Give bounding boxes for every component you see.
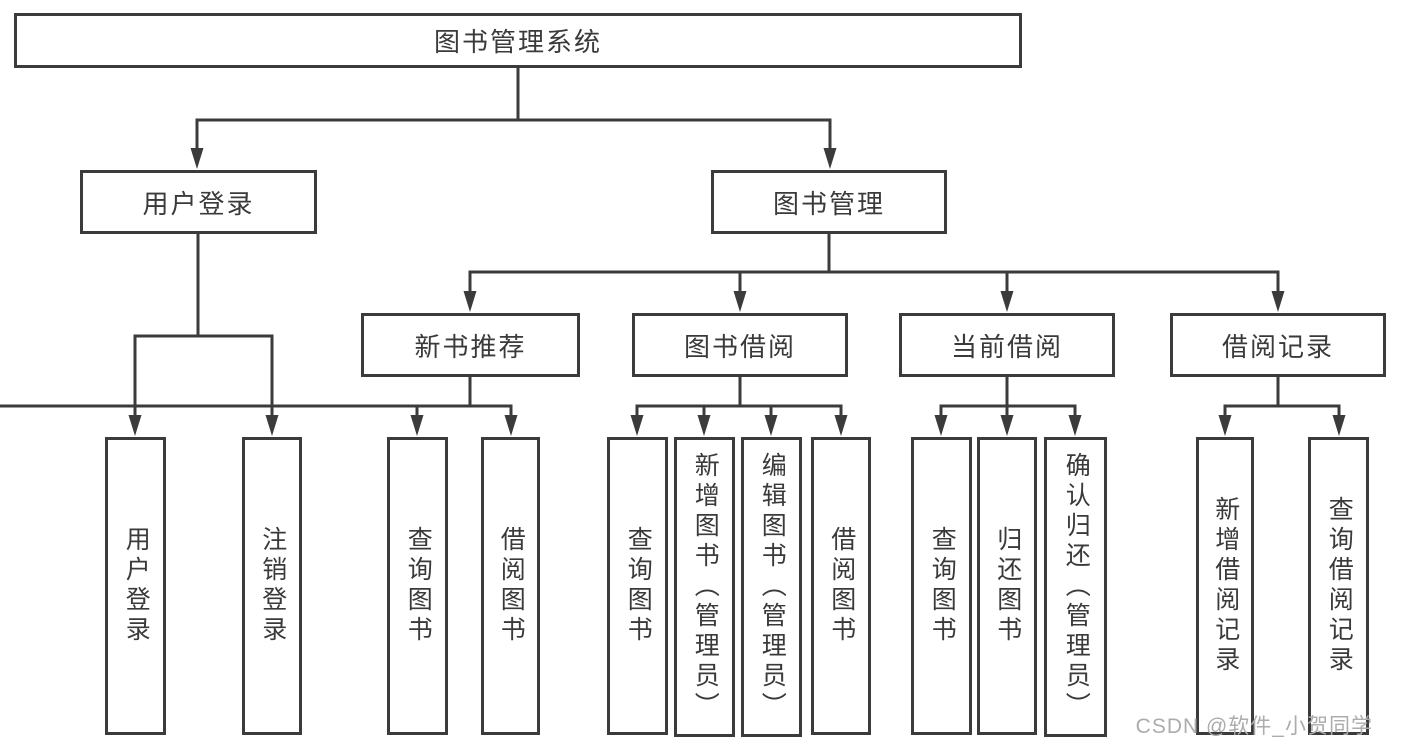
leaf-add-book-admin: 新增图书（管理员） (674, 437, 735, 737)
leaf-borrow-book-recommend-label: 借阅图书 (497, 526, 526, 646)
leaf-logout: 注销登录 (242, 437, 302, 735)
csdn-watermark: CSDN @软件_小贺同学 (1135, 715, 1373, 738)
node-book-management: 图书管理 (711, 170, 947, 234)
leaf-borrow-book-borrow: 借阅图书 (811, 437, 871, 735)
leaf-logout-label: 注销登录 (258, 526, 287, 646)
leaf-confirm-return-admin: 确认归还（管理员） (1044, 437, 1107, 737)
leaf-query-book-current-label: 查询图书 (928, 526, 957, 646)
leaf-query-book-borrow-label: 查询图书 (624, 526, 653, 646)
node-borrow-records-label: 借阅记录 (1221, 331, 1334, 362)
node-book-management-label: 图书管理 (772, 188, 885, 219)
leaf-add-borrow-record: 新增借阅记录 (1196, 437, 1254, 735)
leaf-add-borrow-record-label: 新增借阅记录 (1211, 496, 1240, 676)
leaf-edit-book-admin-label: 编辑图书（管理员） (758, 452, 787, 722)
leaf-query-book-current: 查询图书 (911, 437, 972, 735)
node-user-login: 用户登录 (80, 170, 317, 234)
leaf-confirm-return-admin-label: 确认归还（管理员） (1062, 452, 1091, 722)
node-new-book-recommend: 新书推荐 (361, 313, 580, 377)
leaf-add-book-admin-label: 新增图书（管理员） (691, 452, 720, 722)
leaf-return-book-label: 归还图书 (993, 526, 1022, 646)
leaf-borrow-book-recommend: 借阅图书 (481, 437, 540, 735)
leaf-query-book-borrow: 查询图书 (607, 437, 668, 735)
node-user-login-label: 用户登录 (142, 188, 255, 219)
leaf-edit-book-admin: 编辑图书（管理员） (741, 437, 802, 737)
leaf-query-book-recommend: 查询图书 (387, 437, 448, 735)
leaf-query-borrow-record: 查询借阅记录 (1308, 437, 1369, 735)
leaf-query-book-recommend-label: 查询图书 (404, 526, 433, 646)
node-root-label: 图书管理系统 (433, 27, 602, 57)
node-book-borrow-label: 图书借阅 (683, 331, 796, 362)
node-book-borrow: 图书借阅 (632, 313, 848, 377)
node-current-borrow: 当前借阅 (899, 313, 1115, 377)
leaf-borrow-book-borrow-label: 借阅图书 (827, 526, 856, 646)
node-borrow-records: 借阅记录 (1170, 313, 1386, 377)
leaf-query-borrow-record-label: 查询借阅记录 (1325, 496, 1354, 676)
leaf-user-login-label: 用户登录 (122, 526, 151, 646)
leaf-user-login: 用户登录 (105, 437, 166, 735)
node-new-book-recommend-label: 新书推荐 (414, 331, 527, 362)
node-root-system: 图书管理系统 (14, 13, 1022, 68)
node-current-borrow-label: 当前借阅 (950, 331, 1063, 362)
leaf-return-book: 归还图书 (977, 437, 1037, 735)
